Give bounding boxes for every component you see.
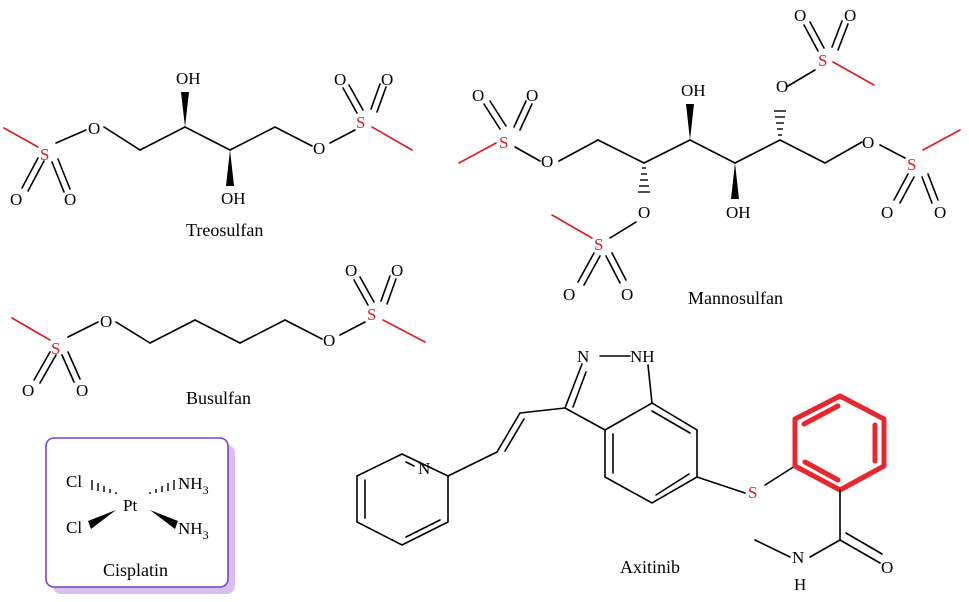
oxygen-label: O [313,139,325,158]
platinum-label: Pt [123,496,137,515]
hydrogen-label: H [794,575,806,594]
chloride-label: Cl [66,472,82,491]
oxygen-label: O [22,381,34,400]
oh-label: OH [221,189,246,208]
ammine-label: NH3 [178,474,209,497]
oxygen-label: O [334,70,346,89]
treosulfan-name: Treosulfan [186,220,263,240]
cisplatin-box: Cl Cl Pt NH3 NH3 Cisplatin [45,437,235,594]
sulfur-label: S [51,339,60,358]
axitinib-structure: N N NH S O N H Axitinib [356,347,893,594]
treosulfan-structure: OH OH O O O O O O S S Treosulfan [3,69,413,240]
oxygen-label: O [88,119,100,138]
ammine-label: NH3 [178,519,209,542]
oxygen-label: O [776,77,788,96]
oh-label: OH [176,69,201,88]
oxygen-label: O [794,6,806,25]
nitrogen-label: N [577,347,589,366]
oxygen-label: O [638,203,650,222]
sulfur-label: S [907,155,916,174]
oxygen-label: O [541,152,553,171]
cisplatin-name: Cisplatin [103,560,168,580]
nitrogen-label: N [792,548,804,567]
sulfur-label: S [40,145,49,164]
oxygen-label: O [64,190,76,209]
busulfan-name: Busulfan [186,388,251,408]
sulfur-label: S [356,113,365,132]
oxygen-label: O [563,285,575,304]
sulfur-label: S [748,483,757,502]
nh-label: NH [630,347,655,366]
sulfur-label: S [499,133,508,152]
axitinib-name: Axitinib [620,557,680,577]
oxygen-label: O [391,261,403,280]
oxygen-label: O [621,285,633,304]
oxygen-label: O [345,261,357,280]
oxygen-label: O [881,558,893,577]
busulfan-structure: O O O O O O S S Busulfan [11,261,426,408]
oxygen-label: O [934,203,946,222]
oxygen-label: O [472,86,484,105]
mannosulfan-structure: OH OH O O O O O O O O O O O O S S S S Ma… [458,6,961,308]
oxygen-label: O [862,133,874,152]
sulfur-label: S [594,235,603,254]
chloride-label: Cl [66,518,82,537]
oxygen-label: O [526,86,538,105]
oxygen-label: O [10,190,22,209]
oxygen-label: O [100,312,112,331]
oxygen-label: O [844,6,856,25]
oxygen-label: O [381,70,393,89]
oxygen-label: O [323,331,335,350]
oxygen-label: O [76,381,88,400]
mannosulfan-name: Mannosulfan [688,288,783,308]
oh-label: OH [681,81,706,100]
oxygen-label: O [881,203,893,222]
nitrogen-label: N [418,459,430,478]
sulfur-label: S [367,305,376,324]
sulfur-label: S [818,51,827,70]
oh-label: OH [726,203,751,222]
